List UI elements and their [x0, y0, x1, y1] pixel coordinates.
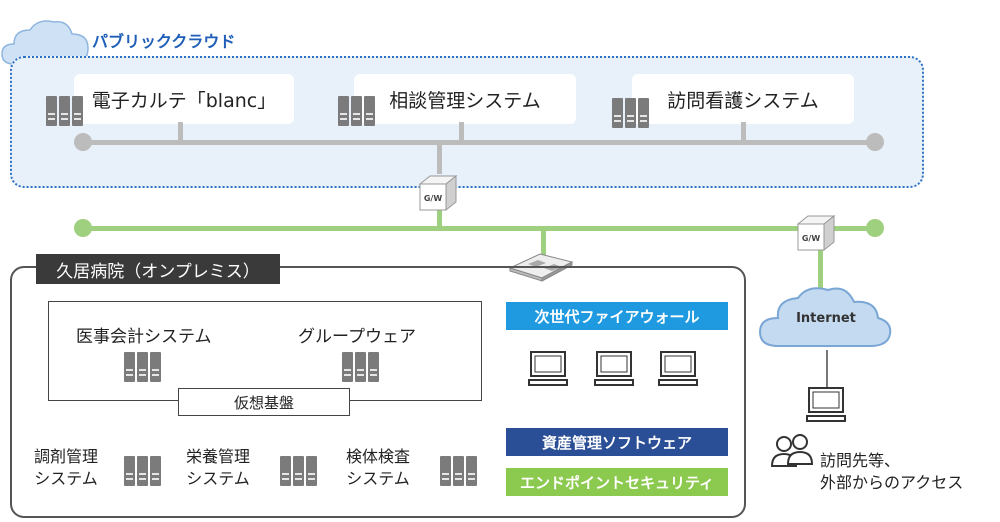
system-line: システム [34, 469, 98, 488]
system-line: システム [346, 469, 410, 488]
remote-access-line: 外部からのアクセス [820, 473, 964, 492]
connector-line [541, 228, 546, 256]
virtual-system-label: 医事会計システム [76, 327, 212, 347]
server-icon [342, 352, 379, 382]
onprem-system-label: 調剤管理 システム [34, 446, 98, 490]
network-endpoint [866, 219, 884, 237]
virtual-platform-label: 仮想基盤 [178, 388, 350, 416]
network-endpoint [866, 133, 884, 151]
connector-line [826, 350, 828, 390]
connector-line [459, 122, 464, 144]
connector-line [437, 144, 442, 174]
client-pc-icon [528, 351, 568, 386]
public-cloud-title: パブリッククラウド [92, 32, 236, 51]
internet-cloud-icon: Internet [758, 287, 892, 347]
remote-access-line: 訪問先等、 [820, 451, 901, 470]
server-icon [124, 456, 161, 486]
server-icon [612, 98, 649, 128]
connector-line [741, 122, 746, 144]
remote-access-label: 訪問先等、 外部からのアクセス [820, 450, 963, 494]
endpoint-security-bar: エンドポイントセキュリティ [506, 468, 728, 496]
gateway-icon: G/W [796, 214, 836, 252]
cloud-network-line [84, 140, 874, 145]
server-icon [338, 96, 375, 126]
onprem-system-label: 検体検査 システム [346, 446, 410, 490]
system-line: 栄養管理 [186, 447, 251, 466]
cloud-system-box: 訪問看護システム [632, 74, 854, 124]
connector-line [818, 250, 823, 290]
virtual-system-label: グループウェア [298, 327, 416, 347]
server-icon [46, 96, 83, 126]
server-icon [440, 456, 477, 486]
gateway-icon: G/W [418, 174, 458, 212]
system-line: 検体検査 [346, 447, 411, 466]
asset-management-bar: 資産管理ソフトウェア [506, 428, 728, 456]
gateway-label: G/W [424, 194, 442, 203]
hospital-region [10, 266, 746, 518]
server-icon [280, 456, 317, 486]
users-icon [770, 434, 814, 467]
virtual-platform-box [48, 301, 482, 401]
connector-line [178, 122, 183, 144]
firewall-bar: 次世代ファイアウォール [506, 302, 728, 330]
wan-network-line [84, 226, 874, 231]
client-pc-icon [658, 351, 698, 386]
client-pc-icon [594, 351, 634, 386]
cloud-icon [1, 20, 89, 65]
cloud-system-box: 電子カルテ「blanc」 [74, 74, 294, 124]
hospital-title: 久居病院（オンプレミス） [36, 254, 280, 284]
system-line: システム [186, 469, 250, 488]
server-icon [124, 352, 161, 382]
internet-label: Internet [796, 311, 856, 326]
onprem-system-label: 栄養管理 システム [186, 446, 250, 490]
network-endpoint [74, 219, 92, 237]
system-line: 調剤管理 [34, 447, 99, 466]
gateway-label: G/W [802, 234, 820, 243]
remote-pc-icon [806, 387, 846, 422]
connector-line [437, 208, 442, 228]
network-endpoint [74, 133, 92, 151]
cloud-system-box: 相談管理システム [354, 74, 576, 124]
